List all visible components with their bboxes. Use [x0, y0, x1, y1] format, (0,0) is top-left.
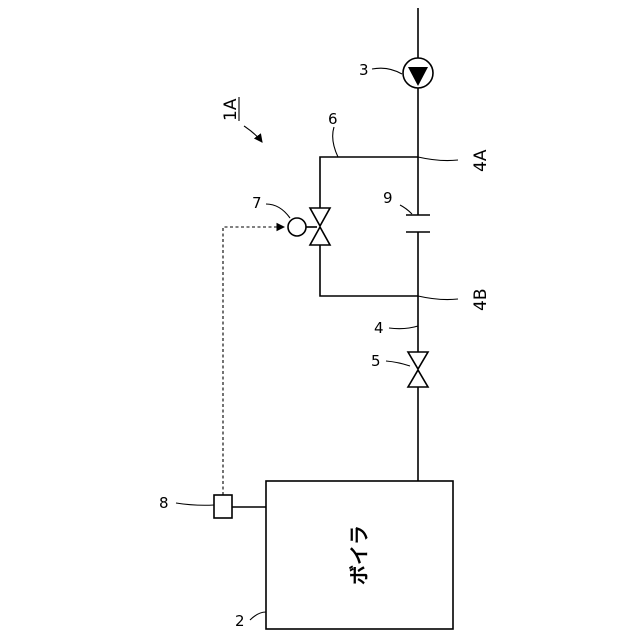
signal-line	[223, 227, 284, 495]
orifice-leader	[400, 205, 412, 214]
boiler-ref-label: 2	[235, 612, 245, 630]
junction-b-leader	[418, 296, 458, 300]
control-valve-leader	[266, 204, 290, 218]
boiler-leader	[250, 612, 266, 620]
orifice-ref-label: 9	[383, 189, 393, 207]
system-arrow	[244, 126, 262, 142]
control-valve-ref-label: 7	[252, 194, 262, 212]
sensor-ref-label: 8	[159, 494, 169, 512]
control-valve-symbol	[288, 208, 330, 245]
valve-ref-label: 5	[371, 352, 381, 370]
bypass-pipe	[320, 157, 418, 296]
orifice-symbol	[406, 215, 430, 232]
bypass-ref-label: 6	[328, 110, 338, 128]
sensor-box	[214, 495, 232, 518]
junction-a-label: 4A	[471, 149, 491, 172]
pump-symbol	[403, 58, 433, 88]
valve-symbol	[408, 352, 428, 387]
valve-leader	[386, 361, 410, 366]
bypass-leader	[333, 127, 338, 157]
sensor-leader	[176, 503, 214, 505]
pump-leader	[372, 68, 402, 74]
pipe-leader	[389, 326, 418, 329]
pump-ref-label: 3	[359, 61, 369, 79]
junction-b-label: 4B	[471, 289, 491, 311]
pipe-ref-label: 4	[374, 319, 384, 337]
boiler-name: ボイラ	[347, 525, 371, 585]
system-label: 1A	[221, 98, 241, 121]
junction-a-leader	[418, 157, 458, 161]
